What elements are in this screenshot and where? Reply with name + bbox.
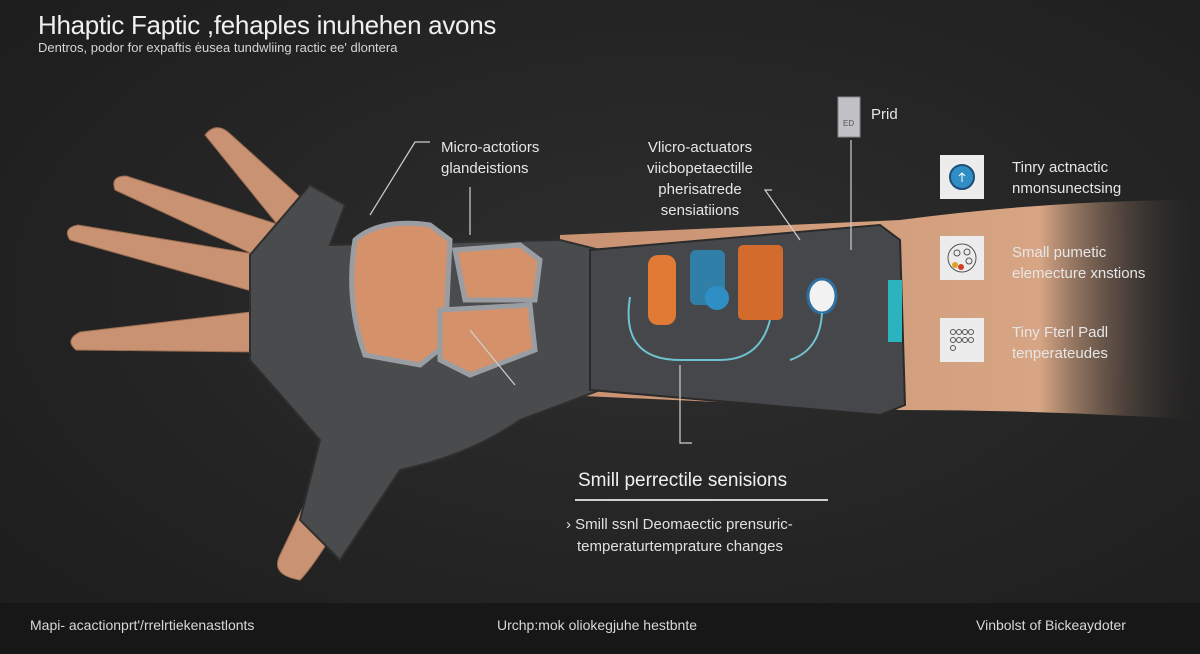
glove-callout: Micro-actotiors glandeistions <box>441 137 539 179</box>
actuator-pads <box>349 220 543 378</box>
device-screen-text: ED <box>843 119 854 128</box>
legend-item: Tiny Fterl Padl tenperateudes <box>1012 322 1108 364</box>
callout-bullet-cont: temperaturtemprature changes <box>577 538 783 555</box>
sleeve-callout: Vlicro-actuators viicbopetaectille pheri… <box>625 137 775 221</box>
device-label: Prid <box>871 106 898 123</box>
legend-line: Tinry actnactic <box>1012 159 1109 176</box>
leader-lines <box>369 140 852 444</box>
footer-center-text: Urchp:mok oliokegjuhe hestbnte <box>497 617 698 633</box>
legend-line: Tiny Fterl Padl <box>1012 324 1109 341</box>
blue-circle-arrow-icon <box>940 155 984 199</box>
sleeve-callout-line: Vlicro-actuators <box>647 139 753 156</box>
legend-line: elemecture xnstions <box>1012 265 1146 282</box>
callout-title: Smill perrectile senisions <box>578 470 788 491</box>
callout-divider <box>575 499 828 501</box>
sleeve-callout-line: viicbopetaectille <box>647 160 753 177</box>
callout-body: › Smill ssnl Deomaectic prensuric- tempe… <box>566 514 793 558</box>
sleeve-actuators <box>627 245 838 361</box>
haptic-glove-illustration: ED <box>66 96 1200 581</box>
sleeve-callout-line: sensiatiions <box>660 202 740 219</box>
glove-callout-line: glandeistions <box>441 160 529 177</box>
sleeve-teal-strip <box>888 280 902 342</box>
page-title: Hhaptic Faptic ,fehaples inuhehen avons <box>38 10 497 40</box>
legend-item: Small pumetic elemecture xnstions <box>1012 242 1145 284</box>
page-subtitle: Dentros, podor for expaftis ėusea tundwl… <box>38 40 398 55</box>
callout-bullet: Smill ssnl Deomaectic prensuric- <box>575 516 793 533</box>
glove-callout-line: Micro-actotiors <box>441 139 540 156</box>
legend-item: Tinry actnactic nmonsunectsing <box>1012 157 1121 199</box>
legend-line: nmonsunectsing <box>1012 180 1122 197</box>
footer-left-text: Mapi- acactionprt'/rrelrtiekenastlonts <box>30 617 255 633</box>
device <box>837 96 861 138</box>
pneumatic-dots-icon <box>940 236 984 280</box>
legend-line: tenperateudes <box>1012 345 1108 362</box>
dot-grid-icon <box>940 318 984 362</box>
legend-line: Small pumetic <box>1012 244 1107 261</box>
footer-bar <box>0 603 1200 654</box>
bullet-arrow-icon: › <box>566 516 576 533</box>
footer-right-text: Vinbolst of Bickeaydoter <box>976 617 1126 633</box>
sleeve-callout-line: pherisatrede <box>658 181 742 198</box>
